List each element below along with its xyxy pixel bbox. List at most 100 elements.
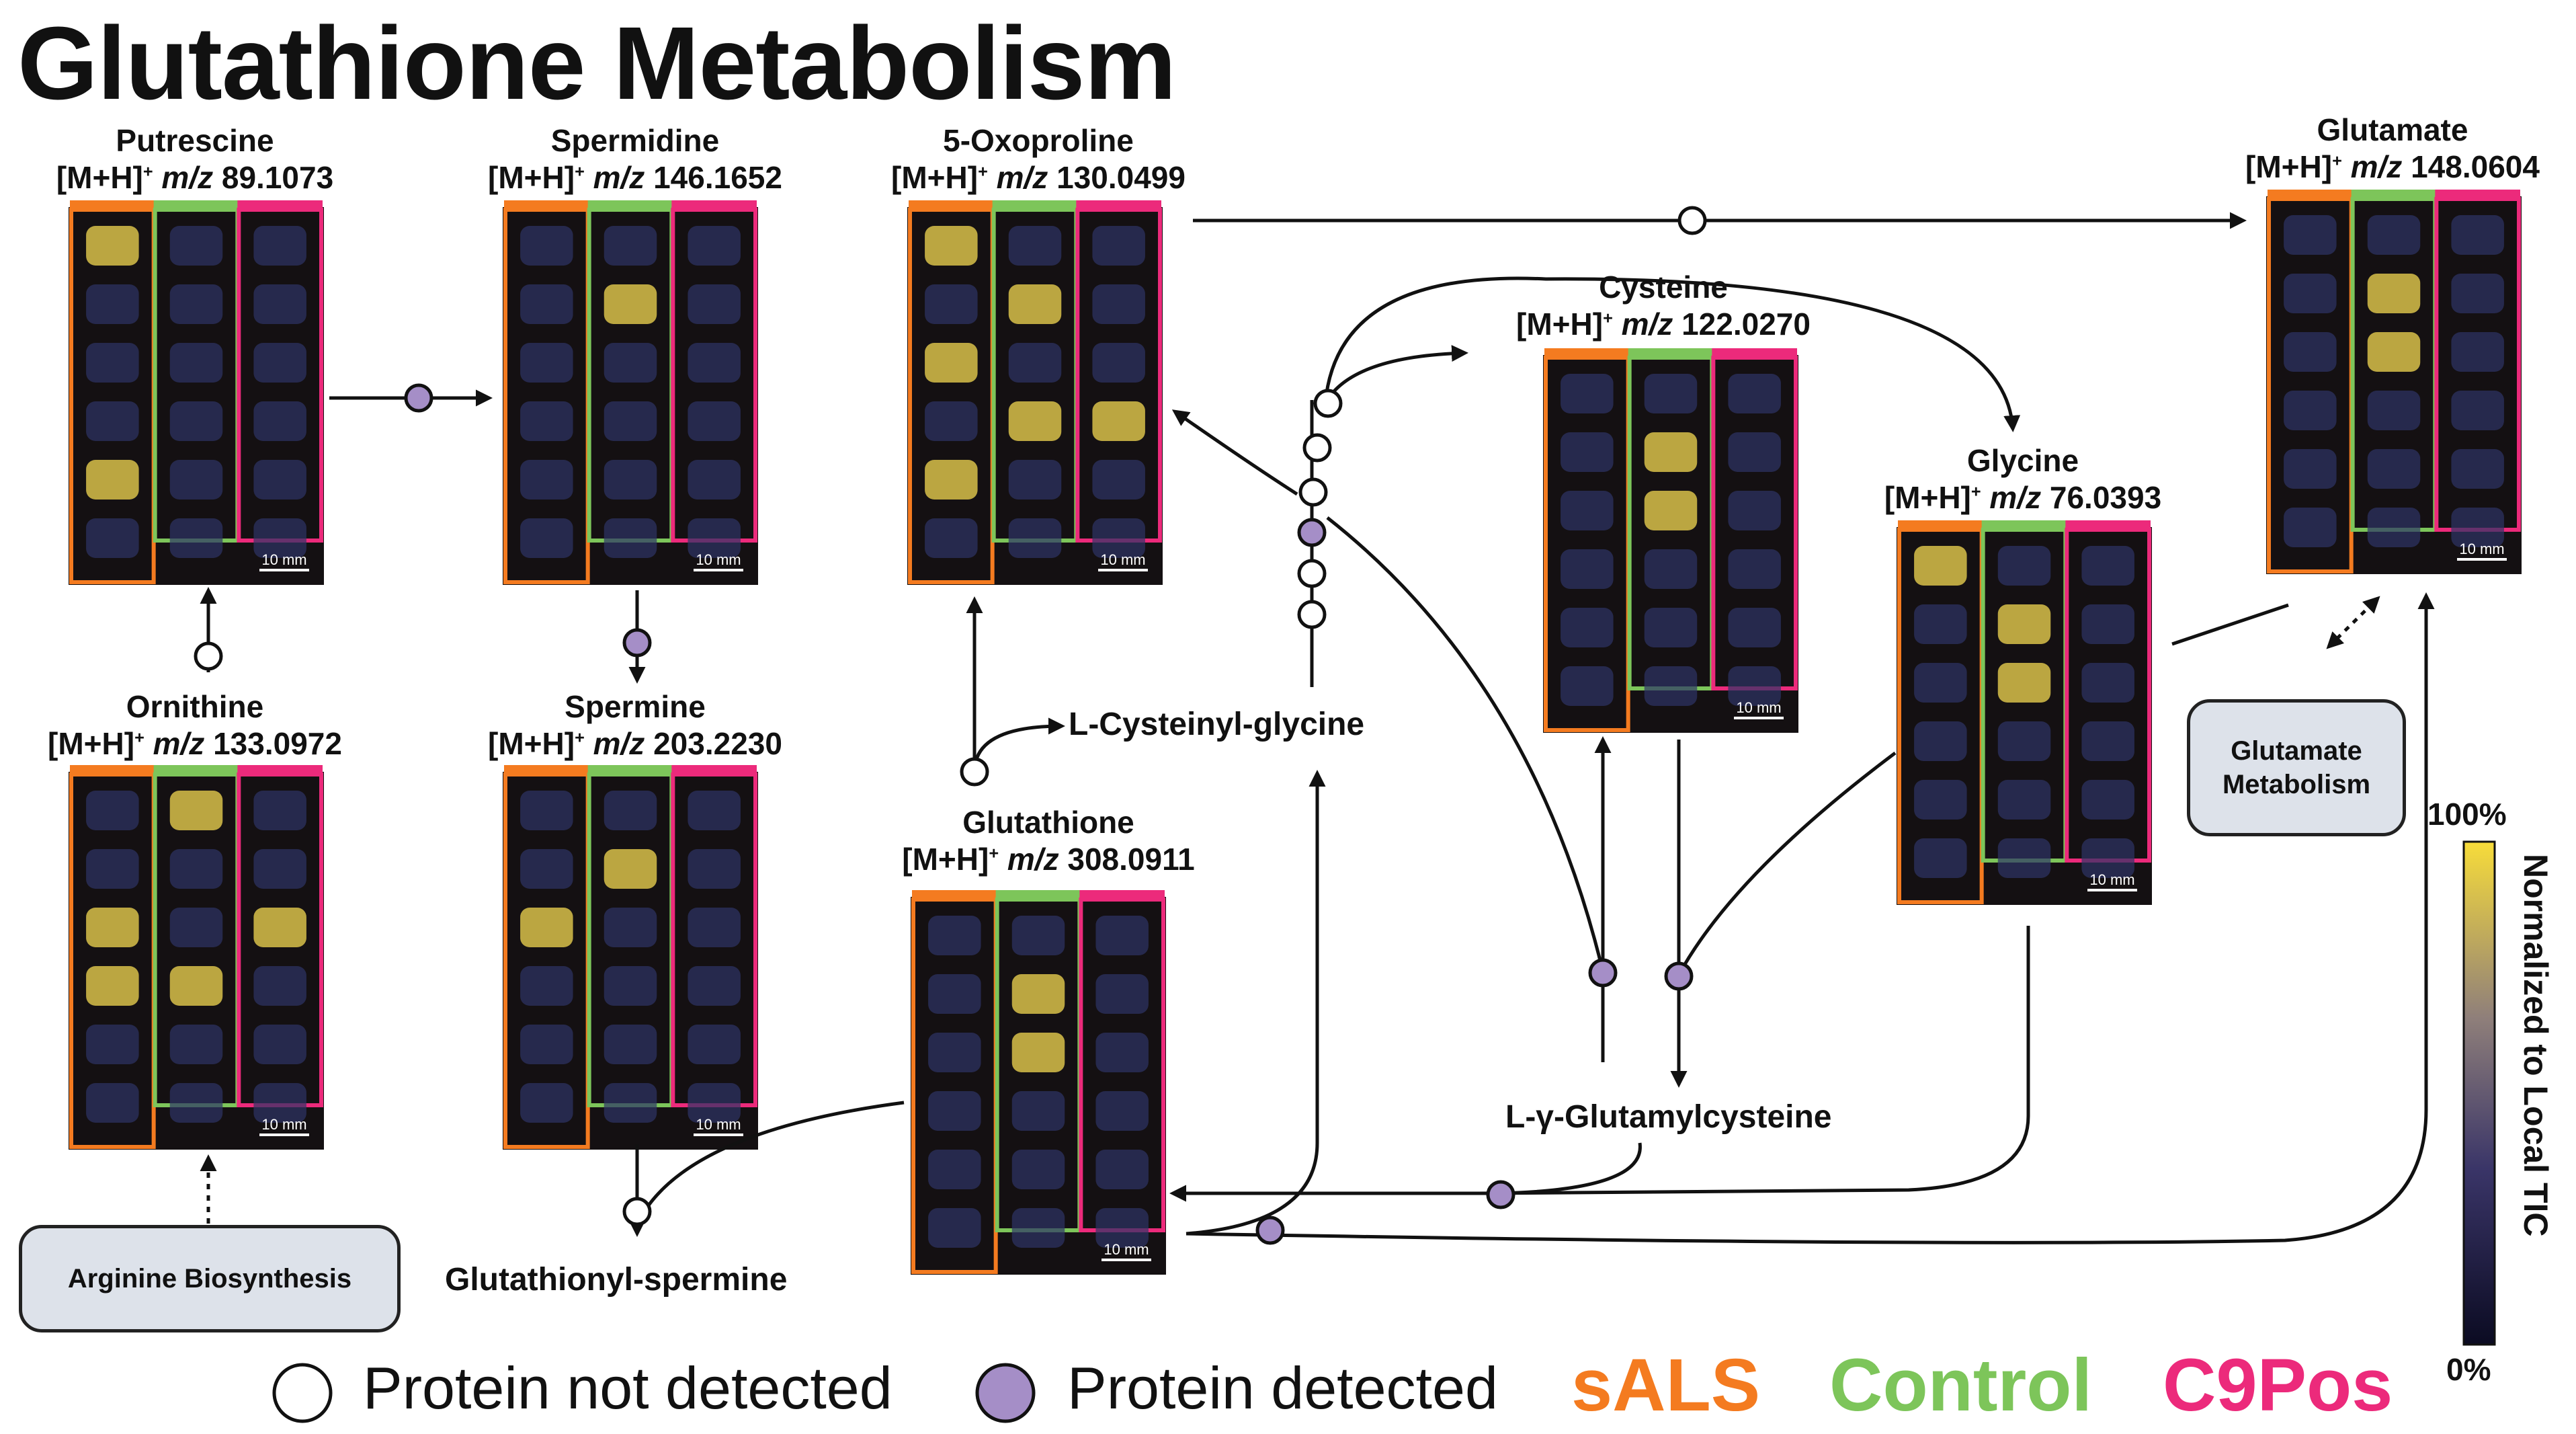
- enzyme-nodes: [194, 206, 1707, 1245]
- enzyme-node-detected: [1486, 1180, 1515, 1209]
- tissue-section: [2081, 721, 2134, 761]
- tissue-section: [1008, 226, 1062, 266]
- arrow-glycine-gglucys: [1677, 752, 1897, 976]
- tissue-section: [1008, 343, 1062, 383]
- tissue-section: [1728, 608, 1781, 647]
- panel-spermidine: 10 mm: [503, 200, 758, 585]
- arrow-to-cysteine: [1323, 345, 1468, 405]
- tissue-section: [1095, 1091, 1149, 1131]
- group-strip: [1079, 890, 1165, 900]
- group-strip: [1712, 348, 1797, 358]
- tissue-section: [2451, 274, 2504, 313]
- colorbar: [2462, 840, 2496, 1346]
- tissue-section: [925, 518, 978, 558]
- tissue-section: [1011, 1091, 1065, 1131]
- enzyme-node-not-detected: [1298, 477, 1328, 507]
- tissue-section: [1092, 226, 1145, 266]
- scale-bar-label: 10 mm: [261, 551, 306, 568]
- tissue-section: [688, 460, 741, 500]
- group-strip: [1898, 520, 1983, 530]
- group-strip: [2435, 190, 2520, 199]
- group-strip: [1076, 200, 1161, 210]
- tissue-section: [1914, 838, 1967, 878]
- group-strip: [1628, 348, 1714, 358]
- label-cysteine: Cysteine [M+H]+ m/z 122.0270: [1516, 270, 1811, 342]
- mz-value: 146.1652: [653, 160, 782, 196]
- tissue-section: [2081, 780, 2134, 820]
- panel-cysteine: 10 mm: [1543, 348, 1798, 733]
- enzyme-node-not-detected: [1302, 433, 1332, 463]
- tissue-section: [1728, 491, 1781, 530]
- tissue-section: [1644, 491, 1698, 530]
- tissue-section: [928, 1208, 981, 1248]
- panel-glutamate: 10 mm: [2266, 190, 2522, 574]
- group-strip: [671, 765, 757, 774]
- tissue-section: [2284, 449, 2337, 489]
- enzyme-node-not-detected: [1297, 559, 1327, 588]
- tissue-section: [169, 460, 223, 500]
- tissue-section: [2284, 391, 2337, 430]
- mz-value: 308.0911: [1067, 842, 1195, 877]
- arrow-glutamate-metabolism: [2326, 596, 2380, 649]
- tissue-section: [253, 343, 306, 383]
- tissue-section: [520, 460, 573, 500]
- label-glutamylcysteine: L-γ-Glutamylcysteine: [1505, 1099, 1832, 1135]
- tissue-section: [2081, 604, 2134, 644]
- tissue-section: [1644, 666, 1698, 706]
- tissue-section: [1008, 284, 1062, 324]
- tissue-section: [604, 908, 657, 947]
- tissue-section: [253, 1025, 306, 1064]
- tissue-section: [1997, 838, 2051, 878]
- tissue-section: [2451, 449, 2504, 489]
- arrow-glycine-glutamate: [2171, 603, 2289, 646]
- tissue-section: [1997, 721, 2051, 761]
- tissue-section: [86, 226, 139, 266]
- arrow-to-oxoproline: [1171, 409, 1298, 496]
- arrow-to-glycine: [1323, 276, 2021, 432]
- tissue-section: [2451, 508, 2504, 547]
- metabolite-name: 5-Oxoproline: [943, 123, 1134, 158]
- tissue-section: [604, 1025, 657, 1064]
- tissue-section: [1008, 401, 1062, 441]
- tissue-section: [1914, 780, 1967, 820]
- group-strip: [237, 765, 323, 774]
- label-ornithine: Ornithine [M+H]+ m/z 133.0972: [48, 689, 342, 762]
- tissue-section: [520, 284, 573, 324]
- tissue-section: [1011, 1208, 1065, 1248]
- scale-bar-label: 10 mm: [1104, 1241, 1149, 1258]
- tissue-section: [688, 343, 741, 383]
- arrow-glutathione-glutamate: [1186, 592, 2435, 1244]
- tissue-section: [1011, 916, 1065, 955]
- group-strip: [504, 765, 589, 774]
- tissue-section: [1092, 284, 1145, 324]
- group-strip: [70, 765, 155, 774]
- tissue-section: [604, 518, 657, 558]
- tissue-section: [253, 284, 306, 324]
- tissue-section: [169, 226, 223, 266]
- tissue-section: [604, 343, 657, 383]
- tissue-section: [928, 1150, 981, 1189]
- tissue-section: [688, 1025, 741, 1064]
- tissue-section: [520, 908, 573, 947]
- tissue-section: [688, 284, 741, 324]
- legend-not-detected: Protein not detected: [363, 1355, 892, 1421]
- tissue-section: [1997, 780, 2051, 820]
- tissue-section: [604, 460, 657, 500]
- tissue-section: [1561, 432, 1614, 472]
- tissue-section: [520, 791, 573, 830]
- tissue-section: [2284, 215, 2337, 255]
- tissue-section: [1561, 608, 1614, 647]
- tissue-section: [1728, 374, 1781, 413]
- tissue-section: [86, 518, 139, 558]
- tissue-section: [520, 343, 573, 383]
- tissue-section: [253, 401, 306, 441]
- tissue-section: [688, 226, 741, 266]
- tissue-section: [86, 966, 139, 1006]
- tissue-section: [688, 518, 741, 558]
- colorbar-min-label: 0%: [2446, 1352, 2491, 1387]
- label-oxoproline: 5-Oxoproline [M+H]+ m/z 130.0499: [891, 123, 1186, 196]
- tissue-section: [1728, 549, 1781, 589]
- tissue-section: [86, 791, 139, 830]
- tissue-section: [2081, 838, 2134, 878]
